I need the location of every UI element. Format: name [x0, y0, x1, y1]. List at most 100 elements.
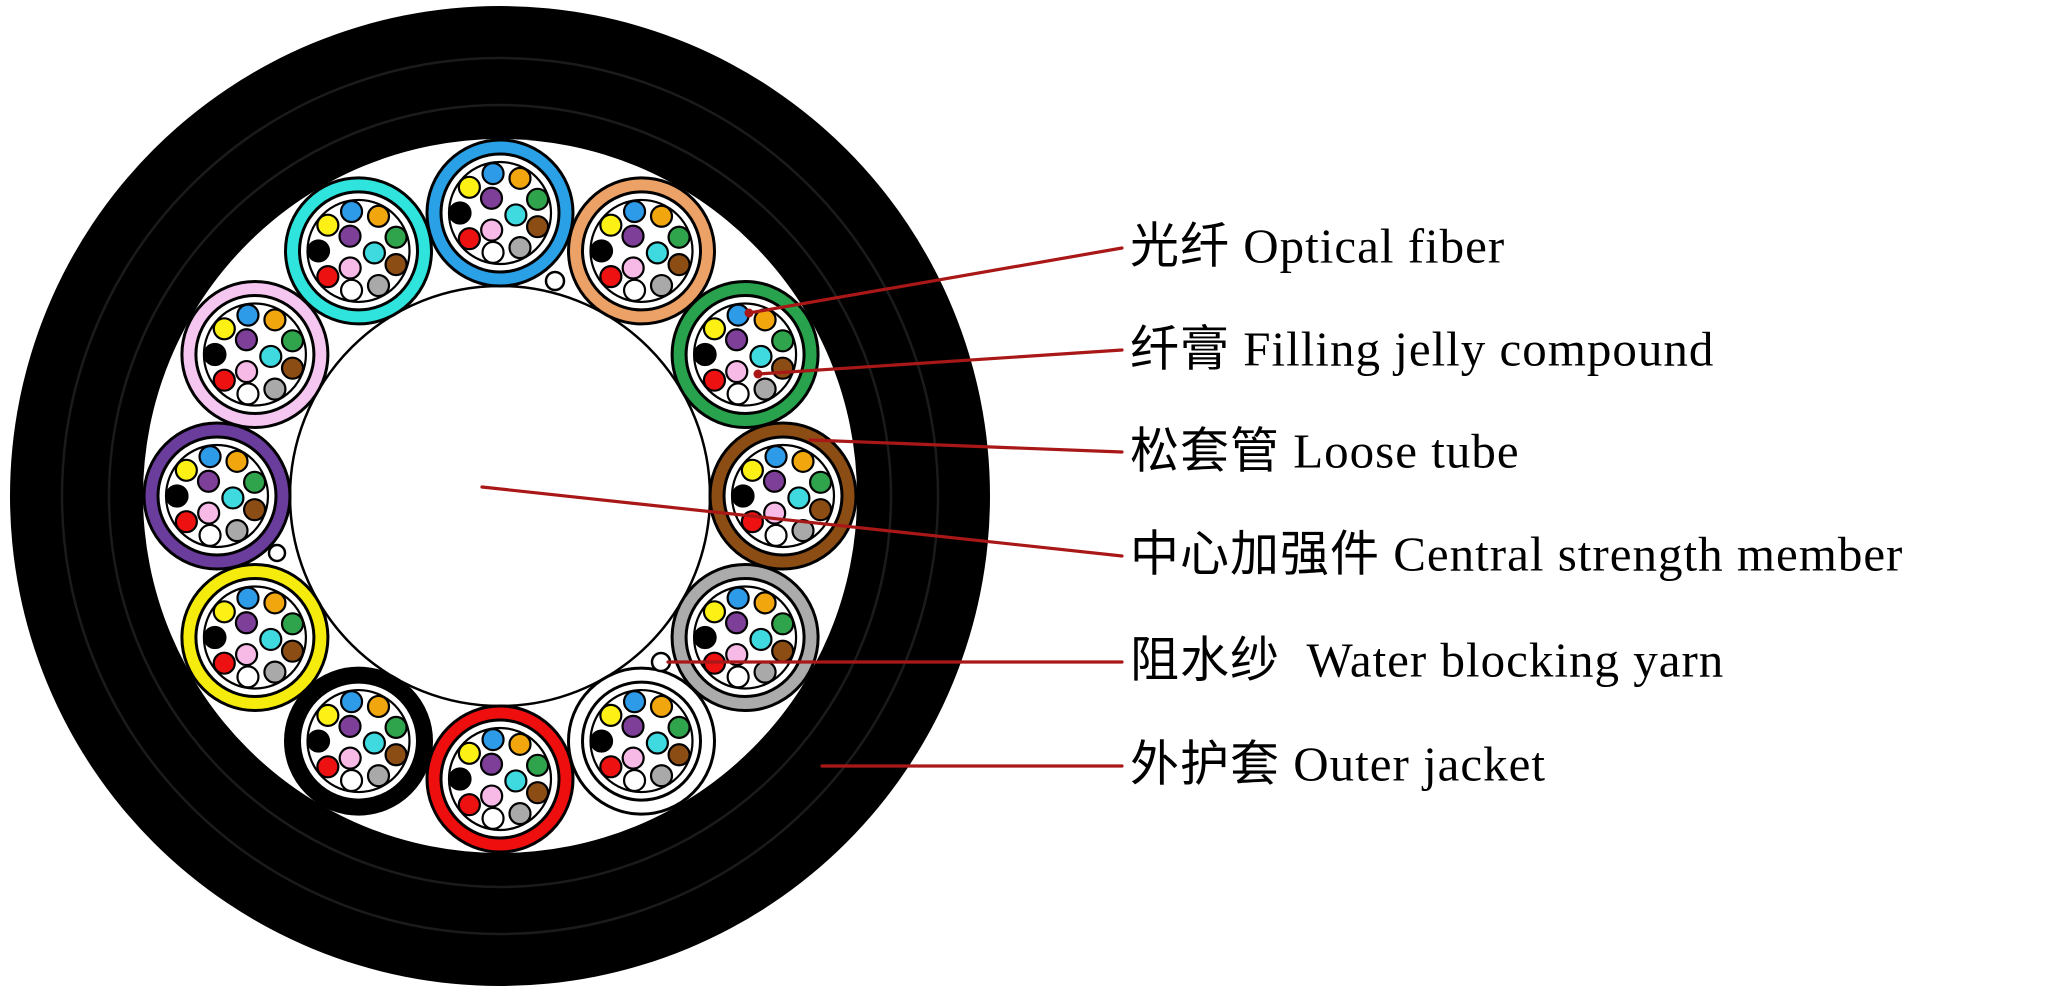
fiber-orange	[791, 449, 815, 473]
fiber-violet	[724, 328, 749, 352]
fiber-red	[702, 368, 727, 392]
fiber-black	[693, 342, 717, 367]
fiber-slate	[366, 764, 391, 788]
fiber-yellow	[599, 213, 623, 237]
fiber-rose	[338, 746, 362, 770]
fiber-white	[198, 523, 222, 547]
fiber-brown	[771, 639, 795, 663]
fiber-red	[457, 227, 481, 251]
leader-line-optical-fiber	[747, 246, 1124, 315]
fiber-rose	[197, 501, 221, 525]
fiber-rose	[234, 642, 259, 667]
fiber-black	[448, 767, 472, 791]
fiber-green	[667, 225, 691, 249]
fiber-white	[622, 278, 647, 302]
fiber-yellow	[702, 600, 727, 624]
label-central-strength-member: 中心加强件 Central strength member	[1130, 526, 1904, 582]
fiber-brown	[525, 215, 550, 239]
fiber-orange	[263, 591, 287, 615]
fiber-aqua	[645, 241, 669, 265]
fiber-aqua	[259, 627, 283, 652]
fiber-yellow	[316, 213, 340, 237]
fiber-green	[771, 329, 795, 353]
label-water-blocking-yarn: 阻水纱 Water blocking yarn	[1130, 632, 1725, 688]
fiber-violet	[338, 714, 362, 738]
fiber-orange	[508, 732, 532, 756]
fiber-blue	[198, 445, 222, 469]
leader-tip-dot-optical-fiber	[744, 308, 754, 318]
leader-line-loose-tube	[808, 438, 1124, 454]
fiber-rose	[480, 218, 504, 242]
fiber-orange	[366, 694, 391, 719]
fiber-aqua	[221, 486, 245, 510]
fiber-rose	[621, 746, 645, 770]
fiber-white	[622, 768, 647, 793]
fiber-black	[203, 625, 227, 650]
fiber-rose	[621, 256, 645, 280]
water-blocking-yarn	[267, 543, 287, 563]
fiber-green	[771, 612, 795, 636]
fiber-rose	[480, 784, 504, 808]
fiber-aqua	[749, 344, 773, 369]
label-filling-jelly-compound: 纤膏 Filling jelly compound	[1130, 321, 1715, 377]
fiber-white	[764, 523, 788, 547]
fiber-green	[525, 187, 550, 211]
fiber-black	[306, 729, 331, 753]
fiber-slate	[508, 802, 532, 826]
fiber-black	[589, 239, 614, 263]
leader-line-central-strength-member	[480, 485, 1124, 558]
fiber-red	[212, 651, 236, 675]
fiber-orange	[649, 694, 674, 719]
fiber-blue	[481, 728, 505, 752]
fiber-brown	[384, 743, 408, 767]
fiber-aqua	[749, 627, 773, 652]
fiber-green	[280, 329, 305, 353]
fiber-rose	[725, 359, 749, 384]
fiber-violet	[762, 469, 787, 493]
fiber-yellow	[212, 317, 236, 341]
fiber-brown	[771, 356, 795, 380]
leader-line-filling-jelly-compound	[756, 348, 1124, 376]
fiber-red	[457, 793, 481, 817]
fiber-green	[525, 753, 550, 777]
fiber-rose	[234, 359, 259, 384]
fiber-red	[599, 755, 623, 779]
central-strength-member	[288, 284, 712, 708]
fiber-violet	[621, 224, 645, 248]
fiber-aqua	[645, 731, 669, 755]
fiber-black	[203, 342, 227, 367]
fiber-brown	[384, 252, 408, 277]
fiber-white	[236, 382, 260, 406]
fiber-green	[384, 715, 408, 740]
fiber-slate	[753, 660, 777, 684]
fiber-blue	[764, 445, 788, 469]
fiber-aqua	[362, 731, 386, 755]
fiber-orange	[649, 204, 674, 228]
fiber-green	[280, 612, 305, 636]
fiber-yellow	[599, 703, 623, 727]
fiber-aqua	[504, 769, 528, 793]
fiber-black	[448, 201, 472, 225]
fiber-green	[667, 715, 691, 740]
fiber-white	[236, 665, 260, 689]
fiber-violet	[479, 186, 504, 210]
fiber-slate	[649, 764, 674, 788]
fiber-blue	[622, 690, 647, 714]
fiber-orange	[753, 591, 777, 615]
fiber-black	[306, 239, 331, 263]
fiber-rose	[725, 642, 749, 667]
fiber-slate	[263, 377, 287, 401]
fiber-slate	[649, 273, 674, 298]
fiber-blue	[726, 586, 750, 610]
fiber-white	[481, 240, 505, 264]
fiber-black	[731, 484, 755, 508]
fiber-orange	[225, 449, 249, 473]
fiber-aqua	[787, 486, 811, 510]
fiber-white	[726, 665, 750, 689]
water-blocking-yarn	[544, 270, 566, 292]
fiber-orange	[508, 166, 532, 190]
fiber-black	[693, 625, 717, 650]
fiber-red	[316, 265, 340, 289]
